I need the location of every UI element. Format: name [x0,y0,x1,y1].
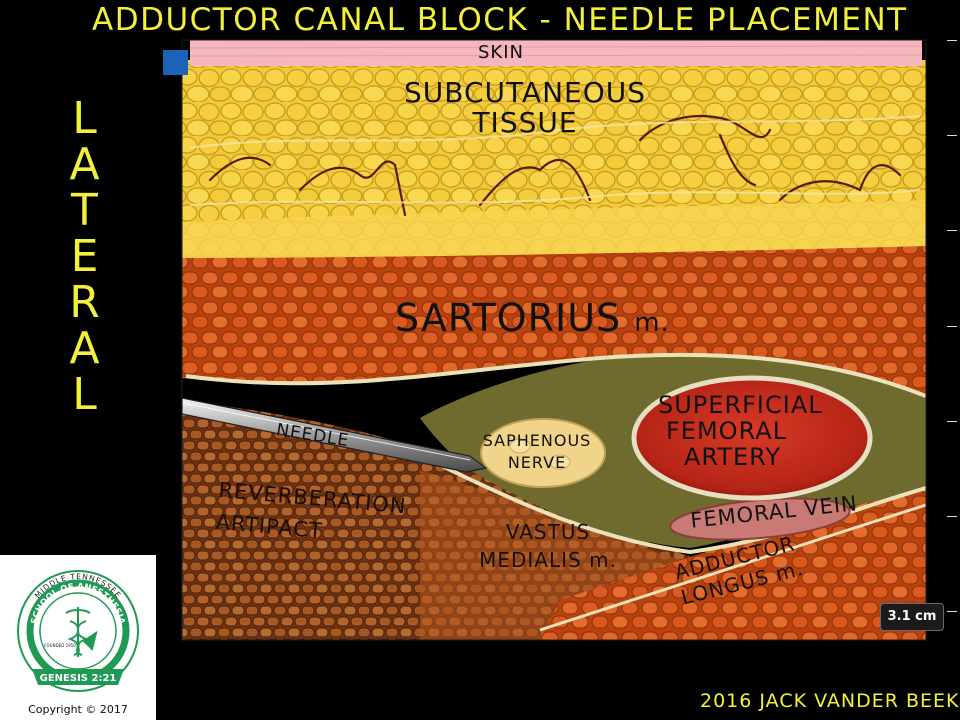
artist-credit: 2016 Jack Vander Beek [700,690,960,712]
saphenous-nerve-label: Saphenous Nerve [478,430,596,474]
lateral-letter: E [70,231,100,282]
sfa-label-line: Superficial [658,391,823,419]
needle [182,397,488,473]
scale-tick [947,230,957,231]
vastus-label-m: m. [589,548,617,572]
lateral-letter: L [72,93,98,144]
skin-lines [189,45,923,57]
vastus-label-text: Medialis [479,548,582,572]
canal-fascia-top [185,352,926,398]
subcutaneous-septa [189,115,921,206]
lateral-letter: A [69,139,101,190]
vastus-label-line: Medialis m. [478,546,618,574]
scale-tick [947,40,957,41]
depth-scale-badge: 3.1 cm [880,603,944,631]
lateral-letter: R [69,277,101,328]
sfa-label-line: Femoral [666,417,788,445]
canal-fascia-bottom [419,453,926,555]
sfa-label-line: Artery [684,443,781,471]
subcutaneous-label-line: Subcutaneous [403,76,647,109]
scale-tick [947,516,957,517]
lateral-letter: A [69,323,101,374]
saphenous-label-line: Nerve [507,453,567,472]
logo-ribbon [32,669,124,685]
superficial-femoral-artery-label: Superficial Femoral Artery [658,392,858,470]
fascia-band [182,200,926,262]
superficial-femoral-artery [631,375,873,501]
scale-tick [947,421,957,422]
sartorius-label-m: m. [634,308,670,338]
saphenous-nerve-fascicle [509,438,531,454]
logo-seal: MIDDLE TENNESSEE SCHOOL OF ANESTHESIA FO… [17,570,139,692]
subcutaneous-vessels [208,114,902,217]
vastus-medialis-label: Vastus Medialis m. [478,518,618,574]
adductor-fascia [539,503,926,632]
sartorius-label-text: Sartorius [395,296,622,340]
diagram-title: Adductor Canal Block - Needle Placement [92,2,908,38]
lateral-letter: L [72,369,98,420]
scale-tick [947,135,957,136]
illustration-frame [181,39,927,641]
orientation-marker [163,50,188,75]
scale-tick [947,326,957,327]
subcutaneous-tissue-label: Subcutaneous Tissue [390,78,660,138]
skin-layer [190,40,922,66]
saphenous-nerve [480,418,606,488]
subcutaneous-label-line: Tissue [472,106,578,139]
logo-ribbon-text: GENESIS 2:21 [40,673,117,684]
scale-tick [947,611,957,612]
vastus-label-line: Vastus [505,520,591,544]
copyright-text: Copyright © 2017 [28,703,128,716]
skin-label: Skin [478,42,525,63]
saphenous-nerve-fascicle [549,454,571,470]
sartorius-label: Sartorius m. [395,296,670,340]
saphenous-label-line: Saphenous [482,431,592,450]
logo-founded-text: FOUNDED 1950 [44,643,76,648]
lateral-label: L A T E R A L [60,96,110,418]
lateral-letter: T [71,185,99,236]
adductor-label-m: m. [772,555,806,586]
school-logo: MIDDLE TENNESSEE SCHOOL OF ANESTHESIA FO… [0,555,156,720]
caduceus-icon [65,607,98,657]
